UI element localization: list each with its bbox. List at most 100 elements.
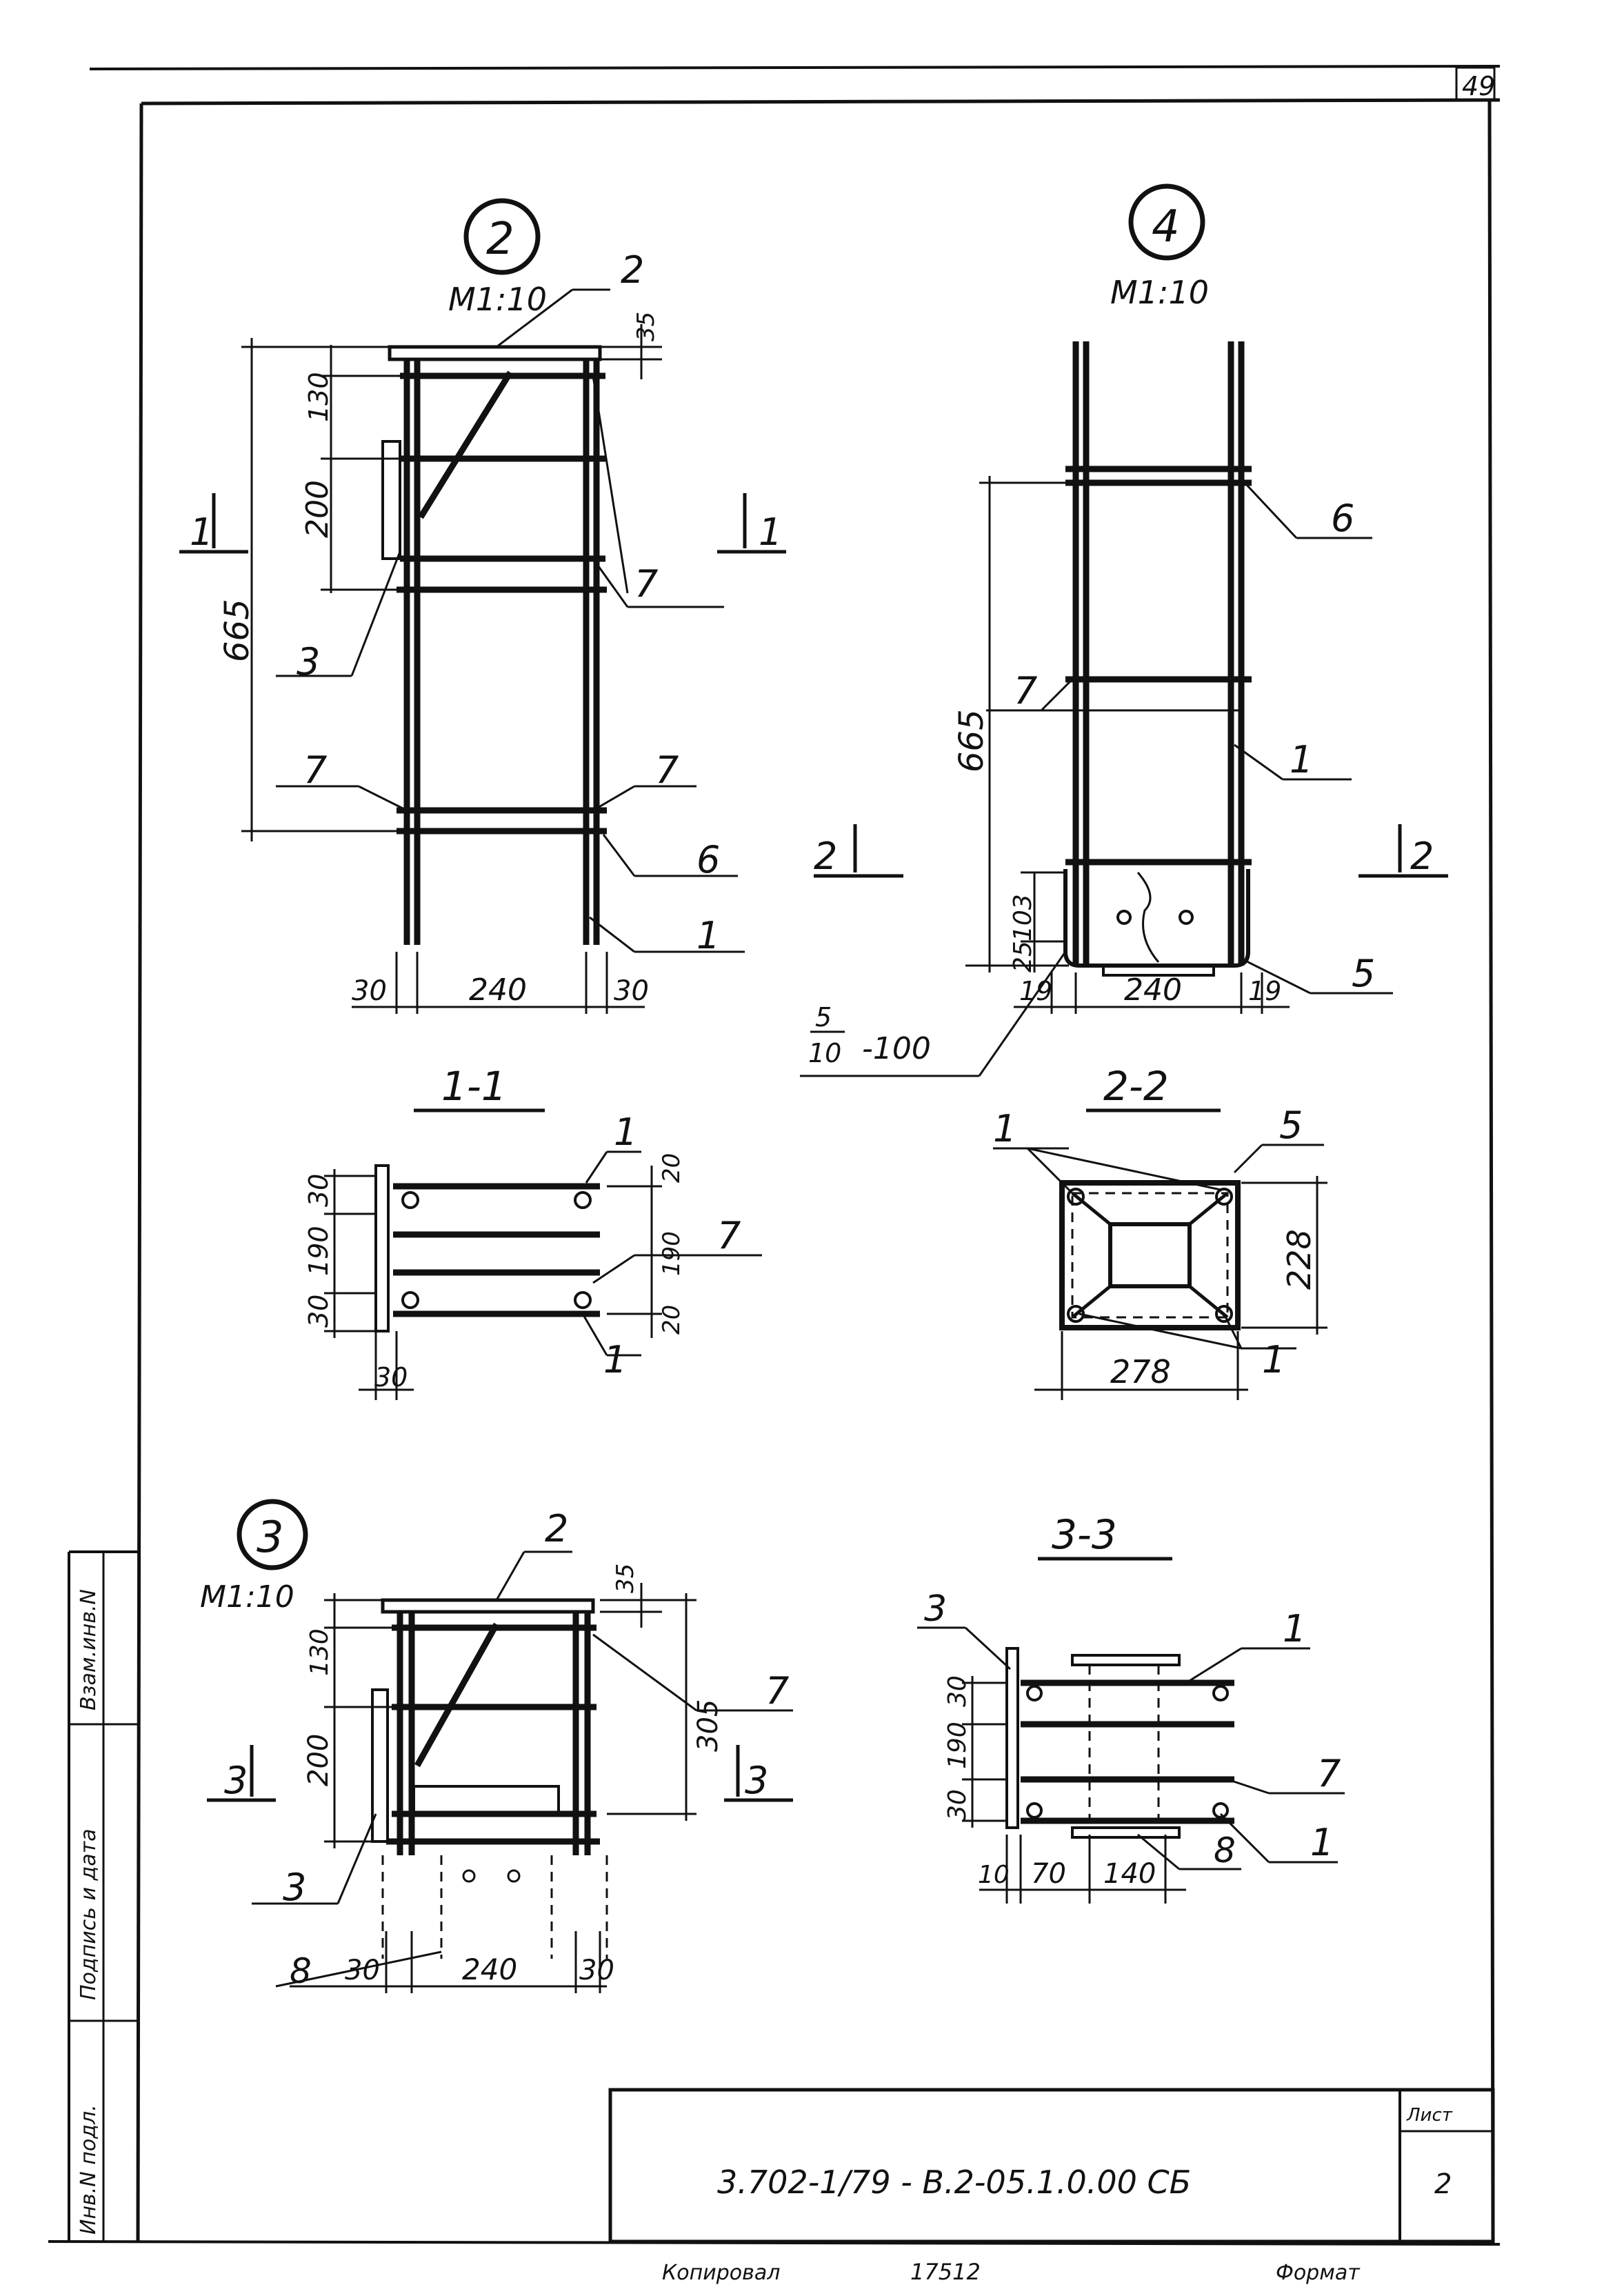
dim-200: 200 <box>300 480 335 538</box>
dim-30: 30 <box>614 975 649 1007</box>
sheet-value: 2 <box>1434 2168 1452 2200</box>
title-block: 3.702-1/79 - В.2-05.1.0.00 СБ Лист 2 <box>608 2088 1495 2244</box>
part-label-5: 5 <box>1279 1104 1303 1147</box>
part-label-8: 8 <box>290 1951 312 1991</box>
top-plate <box>388 345 602 361</box>
part-label-1: 1 <box>603 1338 627 1381</box>
dim-70: 70 <box>1031 1858 1066 1890</box>
part-label-3: 3 <box>297 640 320 683</box>
part-label-7: 7 <box>634 562 658 606</box>
stamp-replace-inv: Взам.инв.N <box>77 1589 101 1710</box>
part-label-7: 7 <box>717 1214 741 1257</box>
dim-30: 30 <box>374 1362 408 1392</box>
part-label-6: 6 <box>696 838 720 881</box>
part-label-7: 7 <box>303 748 327 792</box>
part-label-7: 7 <box>765 1669 789 1713</box>
dim-10: 10 <box>978 1861 1010 1889</box>
dim-30: 30 <box>943 1789 972 1821</box>
sheet-number: 49 <box>1462 71 1495 101</box>
dim-665: 665 <box>952 709 991 772</box>
footer-format: Формат <box>1276 2261 1361 2285</box>
view-3: 3 M1:10 <box>200 1499 793 1993</box>
view-mark: 4 <box>1152 201 1180 252</box>
section-title: 2-2 <box>1103 1063 1169 1110</box>
dim-130: 130 <box>303 372 334 422</box>
part-label-7: 7 <box>1014 669 1037 712</box>
drawing-designation: 3.702-1/79 - В.2-05.1.0.00 СБ <box>717 2164 1191 2201</box>
section-mark-right: 1 <box>759 510 782 554</box>
view-2: 2 M1:10 <box>179 198 786 1014</box>
dim-30: 30 <box>303 1295 334 1328</box>
part-label-1: 1 <box>1310 1821 1334 1864</box>
part-label-1: 1 <box>1283 1607 1306 1650</box>
section-mark-left: 1 <box>190 510 213 554</box>
part-label-1: 1 <box>614 1110 637 1154</box>
part-label-3: 3 <box>924 1588 947 1630</box>
view-scale: M1:10 <box>448 281 547 318</box>
dim-30: 30 <box>303 1174 334 1207</box>
part-label-3: 3 <box>283 1866 306 1909</box>
dim-30: 30 <box>345 1955 380 1986</box>
sheet-frame: 49 <box>48 65 1501 2246</box>
view-4: 4 M1:10 <box>800 183 1448 1077</box>
part-label-6: 6 <box>1331 497 1354 540</box>
section-mark-right: 2 <box>1410 835 1434 878</box>
dim-278: 278 <box>1110 1353 1171 1390</box>
footer-order: 17512 <box>910 2259 981 2285</box>
stamp-inv-original: Инв.N подл. <box>77 2104 101 2235</box>
part-label-1: 1 <box>1290 738 1313 781</box>
dim-103: 103 <box>1009 894 1037 941</box>
dim-305: 305 <box>692 1699 724 1752</box>
part-label-7: 7 <box>1317 1752 1341 1795</box>
dim-240: 240 <box>462 1953 517 1986</box>
view-mark-circle <box>463 198 541 275</box>
part-label-2: 2 <box>621 248 644 292</box>
dim-130: 130 <box>305 1628 334 1676</box>
section-1-1: 1-1 1 7 1 30 190 30 20 190 20 <box>303 1063 762 1400</box>
dim-35: 35 <box>632 312 660 341</box>
section-mark-left: 2 <box>814 835 837 878</box>
part-label-7: 7 <box>655 748 679 792</box>
part-label-1: 1 <box>1262 1338 1285 1381</box>
part-label-2: 2 <box>545 1507 568 1550</box>
dim-35: 35 <box>612 1564 639 1593</box>
view-scale: M1:10 <box>1110 274 1209 311</box>
dim-19: 19 <box>1248 976 1281 1006</box>
dim-140: 140 <box>1103 1858 1156 1890</box>
view-scale: M1:10 <box>200 1579 294 1615</box>
weld-pitch: 10 <box>808 1038 841 1068</box>
section-title: 1-1 <box>441 1063 507 1110</box>
section-2-2: 2-2 1 5 1 228 278 <box>993 1063 1327 1400</box>
part-label-1: 1 <box>696 914 720 957</box>
weld-leg: 5 <box>815 1002 832 1032</box>
dim-190: 190 <box>303 1226 334 1276</box>
part-label-5: 5 <box>1352 952 1375 995</box>
dim-25: 25 <box>1009 941 1037 972</box>
dim-20: 20 <box>658 1153 685 1183</box>
dim-19: 19 <box>1019 976 1052 1006</box>
footer-copied: Копировал <box>662 2261 780 2285</box>
dim-30: 30 <box>579 1955 614 1986</box>
view-mark: 2 <box>486 214 514 265</box>
dim-30: 30 <box>352 975 387 1007</box>
dim-228: 228 <box>1281 1229 1318 1290</box>
dim-190: 190 <box>943 1721 972 1769</box>
part-label-8: 8 <box>1214 1830 1236 1870</box>
footer: Копировал 17512 Формат <box>662 2259 1361 2285</box>
view-mark: 3 <box>257 1512 283 1562</box>
sheet-label: Лист <box>1406 2105 1453 2126</box>
stamp-sign-date: Подпись и дата <box>77 1829 101 2001</box>
dim-665: 665 <box>218 599 257 662</box>
section-3-3: 3-3 3 1 7 1 <box>917 1511 1345 1904</box>
dim-240: 240 <box>1124 972 1182 1008</box>
dim-20: 20 <box>658 1305 685 1335</box>
dim-240: 240 <box>469 972 527 1008</box>
dim-190: 190 <box>658 1231 685 1276</box>
dim-30: 30 <box>943 1675 972 1707</box>
section-mark-left: 3 <box>224 1759 248 1802</box>
dim-200: 200 <box>303 1734 334 1786</box>
part-label-1: 1 <box>993 1107 1016 1150</box>
section-mark-right: 3 <box>745 1759 768 1802</box>
